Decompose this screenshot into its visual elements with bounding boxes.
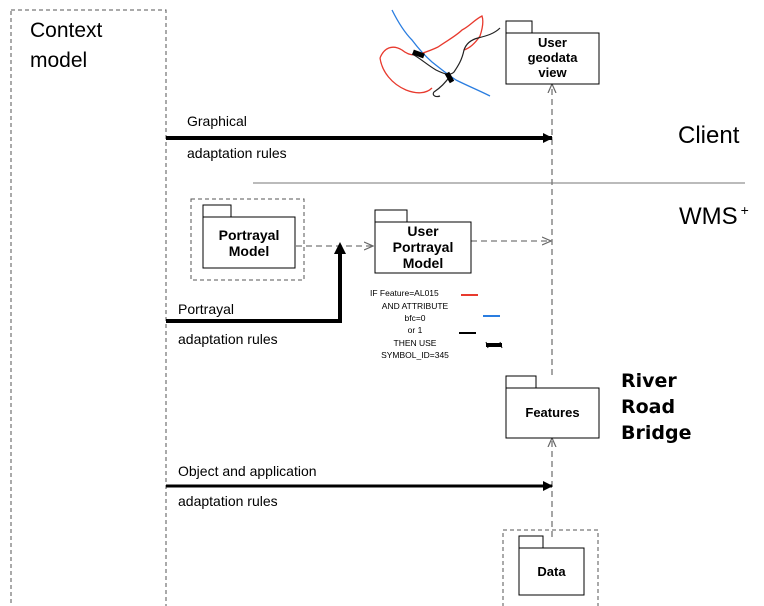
portrayal-model-container — [190, 198, 305, 281]
legend-bridge-symbol-ends — [485, 341, 503, 349]
portrayal-rule-text: IF Feature=AL015 AND ATTRIBUTE bfc=0 or … — [370, 287, 511, 363]
black-road-line-2 — [432, 75, 451, 98]
package-portrayal-model — [202, 204, 296, 269]
object-rules-label-2: adaptation rules — [178, 493, 278, 509]
portrayal-rules-label-1: Portrayal — [178, 301, 235, 317]
context-model-label-2: model — [30, 49, 88, 72]
features-label: Features — [525, 405, 580, 420]
red-road-line-2 — [379, 57, 433, 94]
portrayal-model-label: Portrayal Model — [203, 227, 295, 259]
user-geodata-view-label: User geodata view — [506, 35, 599, 80]
wms-layer-label: WMS+ — [679, 202, 749, 231]
user-portrayal-model-label: User Portrayal Model — [375, 223, 471, 271]
user-geodata-view-line-1: User — [538, 35, 567, 50]
red-road-line — [379, 15, 484, 59]
black-road-line — [411, 27, 501, 75]
rule-line-5: THEN USE — [393, 338, 437, 348]
rule-line-1: IF Feature=AL015 — [370, 288, 439, 298]
package-user-portrayal-model — [374, 209, 472, 274]
bridge-symbol-2 — [444, 71, 455, 84]
rule-line-2: AND ATTRIBUTE — [381, 301, 449, 311]
graphical-rules-label-2: adaptation rules — [187, 145, 287, 161]
map-sketch — [379, 9, 501, 98]
package-features — [505, 375, 600, 439]
context-model-box — [10, 9, 167, 606]
context-model-label-1: Context — [30, 19, 103, 42]
user-portrayal-model-line-1: User — [407, 223, 439, 239]
feature-type-river: River — [621, 370, 677, 392]
rule-line-4: or 1 — [407, 325, 423, 335]
portrayal-rules-label-2: adaptation rules — [178, 331, 278, 347]
user-geodata-view-line-3: view — [538, 65, 567, 80]
object-rules-label-1: Object and application — [178, 463, 317, 479]
wms-label-text: WMS — [679, 203, 738, 230]
feature-type-road: Road — [621, 396, 676, 418]
package-user-geodata-view — [505, 20, 600, 85]
bridge-symbol-1 — [412, 49, 425, 59]
portrayal-model-line-1: Portrayal — [218, 227, 280, 243]
wms-label-sup: + — [740, 202, 749, 218]
package-data — [518, 535, 585, 596]
rule-line-6: SYMBOL_ID=345 — [381, 350, 449, 360]
client-layer-label: Client — [678, 122, 740, 149]
feature-type-bridge: Bridge — [621, 422, 692, 444]
data-label: Data — [537, 564, 566, 579]
user-portrayal-model-line-2: Portrayal — [392, 239, 454, 255]
rule-line-3: bfc=0 — [404, 313, 426, 323]
data-container — [502, 529, 599, 606]
portrayal-rules-arrow — [166, 242, 346, 323]
portrayal-model-line-2: Model — [228, 243, 270, 259]
blue-river-line — [391, 9, 491, 97]
user-portrayal-model-line-3: Model — [402, 255, 444, 271]
user-geodata-view-line-2: geodata — [527, 50, 578, 65]
graphical-rules-label-1: Graphical — [187, 113, 247, 129]
